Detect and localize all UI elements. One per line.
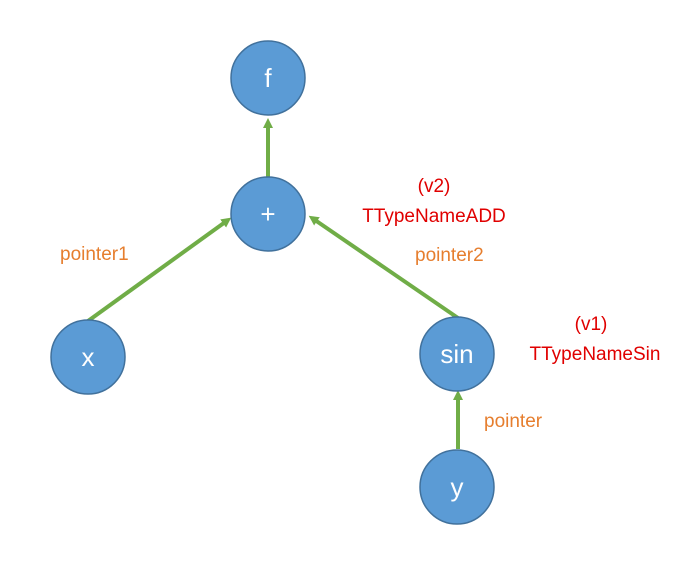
node-x-label: x	[82, 342, 95, 372]
node-sin-label: sin	[440, 339, 473, 369]
node-plus: +	[230, 176, 306, 252]
edge-label-pointer1: pointer1	[60, 244, 129, 265]
node-x: x	[50, 319, 126, 395]
edge-label-pointer: pointer	[484, 411, 543, 432]
node-y: y	[419, 449, 495, 525]
node-plus-label: +	[260, 199, 275, 229]
annotation-sin-type: TTypeNameSin	[530, 344, 661, 365]
edge-sin-to-plus	[308, 215, 460, 320]
edge-label-pointer2: pointer2	[415, 245, 484, 266]
annotation-sin-id: (v1)	[575, 314, 608, 335]
node-y-label: y	[451, 472, 464, 502]
annotation-plus-type: TTypeNameADD	[362, 206, 506, 227]
node-f: f	[230, 40, 306, 116]
node-f-label: f	[264, 63, 272, 93]
node-sin: sin	[419, 316, 495, 392]
annotation-plus-id: (v2)	[418, 176, 451, 197]
edge-x-to-plus	[86, 217, 232, 323]
